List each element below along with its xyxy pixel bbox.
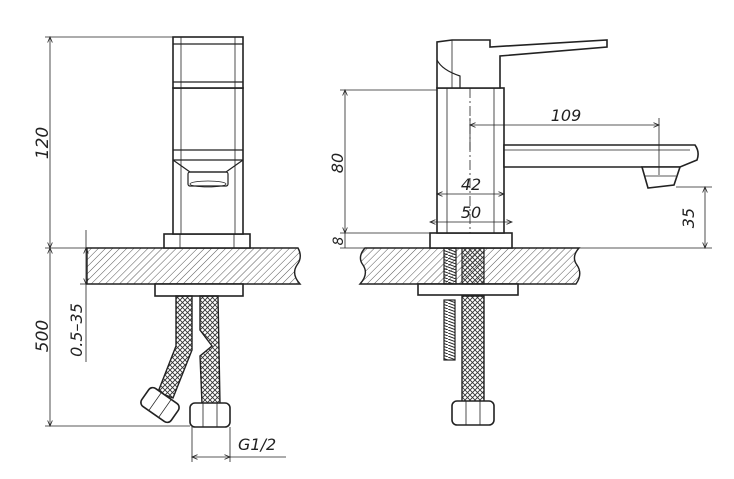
front-nut-right bbox=[189, 402, 231, 428]
dim-50: 50 bbox=[461, 203, 481, 222]
dim-0-5-35: 0.5–35 bbox=[67, 303, 86, 357]
front-lever bbox=[172, 36, 244, 89]
front-washer bbox=[154, 283, 244, 297]
front-hose-left bbox=[157, 295, 193, 399]
side-hose bbox=[461, 295, 485, 403]
dim-500: 500 bbox=[33, 320, 53, 352]
front-base-plate bbox=[163, 233, 251, 249]
side-body bbox=[436, 87, 505, 234]
side-lever bbox=[436, 39, 608, 89]
front-nut-left bbox=[140, 386, 180, 424]
countertop-front bbox=[86, 247, 302, 285]
side-washer bbox=[417, 283, 519, 296]
front-hose-right bbox=[199, 295, 221, 405]
side-stud bbox=[443, 299, 456, 361]
dim-42: 42 bbox=[461, 175, 481, 194]
dim-8: 8 bbox=[331, 236, 347, 245]
dim-g1-2: G1/2 bbox=[238, 435, 276, 454]
side-nut bbox=[451, 400, 495, 426]
dim-35: 35 bbox=[679, 208, 698, 228]
dim-120: 120 bbox=[33, 127, 53, 159]
dim-109: 109 bbox=[551, 106, 582, 125]
side-spout bbox=[503, 144, 699, 168]
front-view: 120 500 0.5–35 G1/2 bbox=[33, 36, 302, 462]
side-view: 80 8 109 42 50 35 bbox=[328, 39, 712, 426]
dim-80: 80 bbox=[328, 153, 347, 173]
side-base-plate bbox=[429, 232, 513, 249]
front-body bbox=[172, 87, 244, 235]
